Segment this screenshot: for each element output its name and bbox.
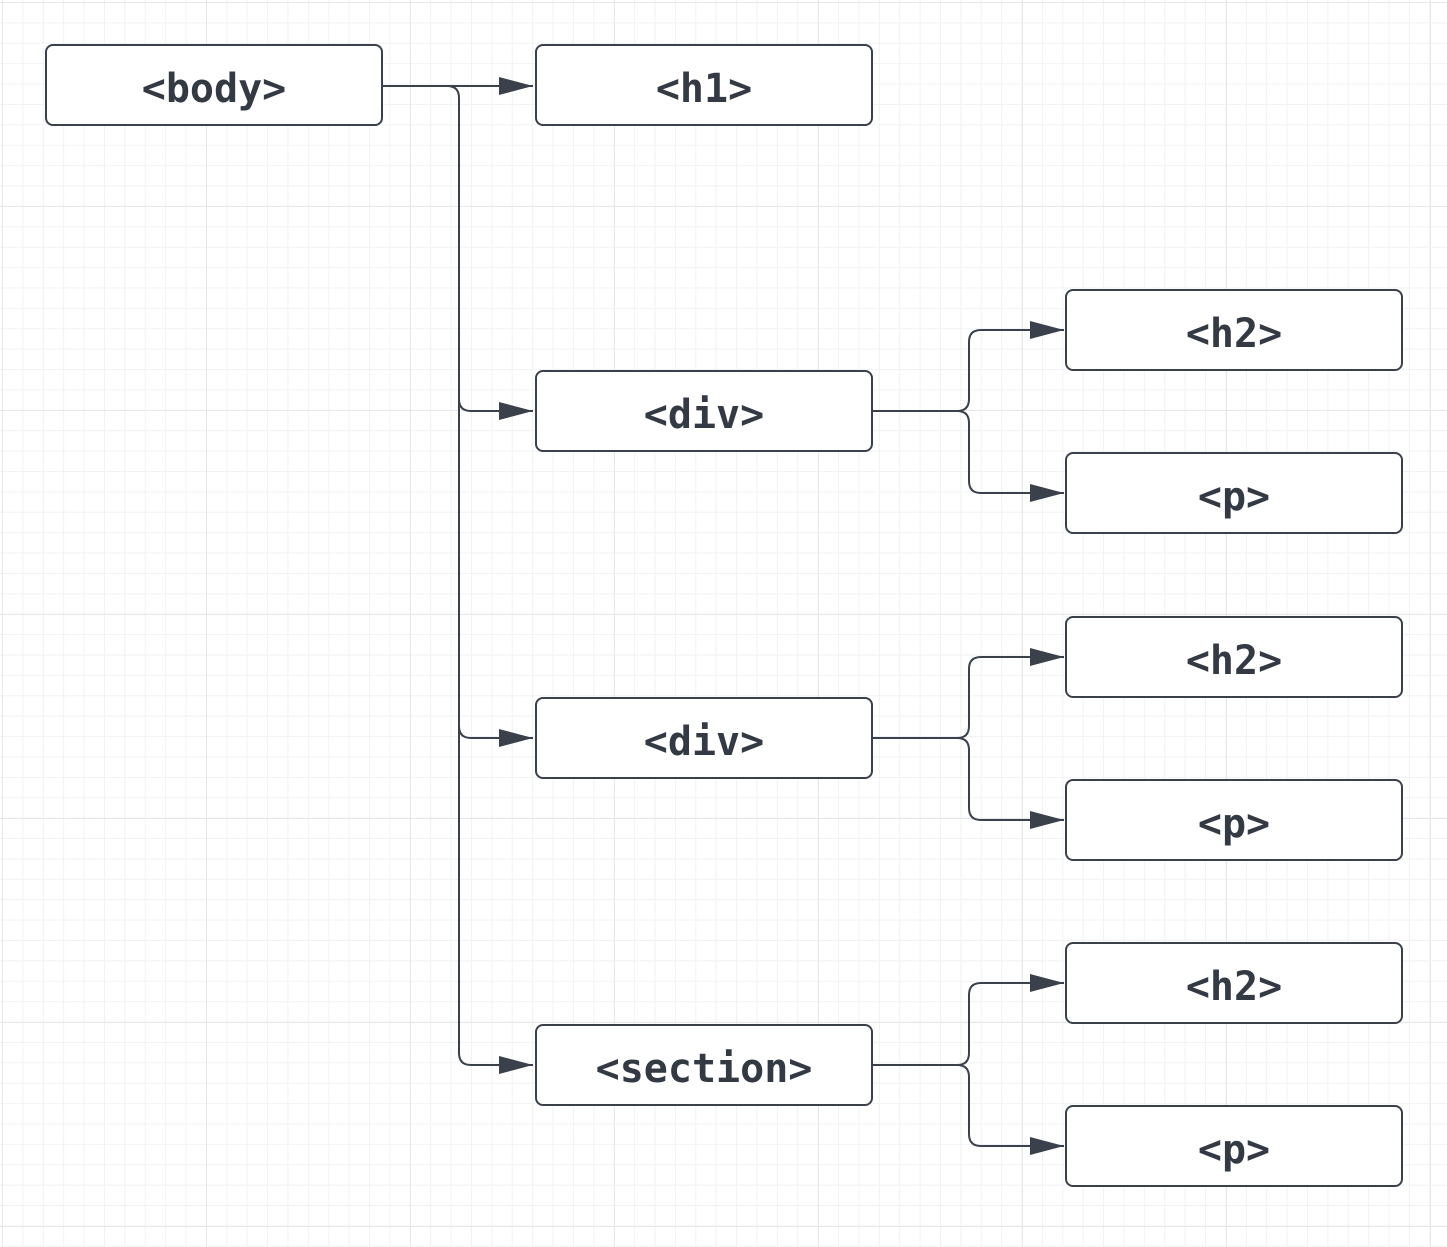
connector-div-1-to-p: [956, 410, 1064, 502]
node-div-2-p[interactable]: <p>: [1065, 779, 1403, 861]
node-div-1[interactable]: <div>: [535, 370, 873, 452]
node-section-h2[interactable]: <h2>: [1065, 942, 1403, 1024]
node-section-p-label: <p>: [1197, 1127, 1271, 1173]
node-div-2-h2-label: <h2>: [1185, 638, 1283, 684]
node-h1[interactable]: <h1>: [535, 44, 873, 126]
node-div-1-label: <div>: [643, 392, 765, 438]
node-div-1-p[interactable]: <p>: [1065, 452, 1403, 534]
connector-section-to-h2: [873, 974, 1064, 1066]
node-section[interactable]: <section>: [535, 1024, 873, 1106]
node-div-1-h2-label: <h2>: [1185, 311, 1283, 357]
node-section-h2-label: <h2>: [1185, 964, 1283, 1010]
connector-div-1-to-h2: [873, 321, 1064, 412]
connector-body-to-section: [458, 726, 533, 1074]
node-body[interactable]: <body>: [45, 44, 383, 126]
node-h1-label: <h1>: [655, 66, 753, 112]
node-div-1-h2[interactable]: <h2>: [1065, 289, 1403, 371]
connector-div-2-to-h2: [873, 648, 1064, 739]
node-div-2-label: <div>: [643, 719, 765, 765]
node-div-1-p-label: <p>: [1197, 474, 1271, 520]
node-section-p[interactable]: <p>: [1065, 1105, 1403, 1187]
node-div-2-h2[interactable]: <h2>: [1065, 616, 1403, 698]
node-div-2[interactable]: <div>: [535, 697, 873, 779]
connector-div-2-to-p: [956, 737, 1064, 829]
connector-section-to-p: [956, 1064, 1064, 1155]
connector-body-to-div-2: [458, 399, 533, 747]
node-body-label: <body>: [141, 66, 287, 112]
node-div-2-p-label: <p>: [1197, 801, 1271, 847]
connector-body-to-div-1: [446, 85, 533, 420]
node-section-label: <section>: [595, 1046, 813, 1092]
